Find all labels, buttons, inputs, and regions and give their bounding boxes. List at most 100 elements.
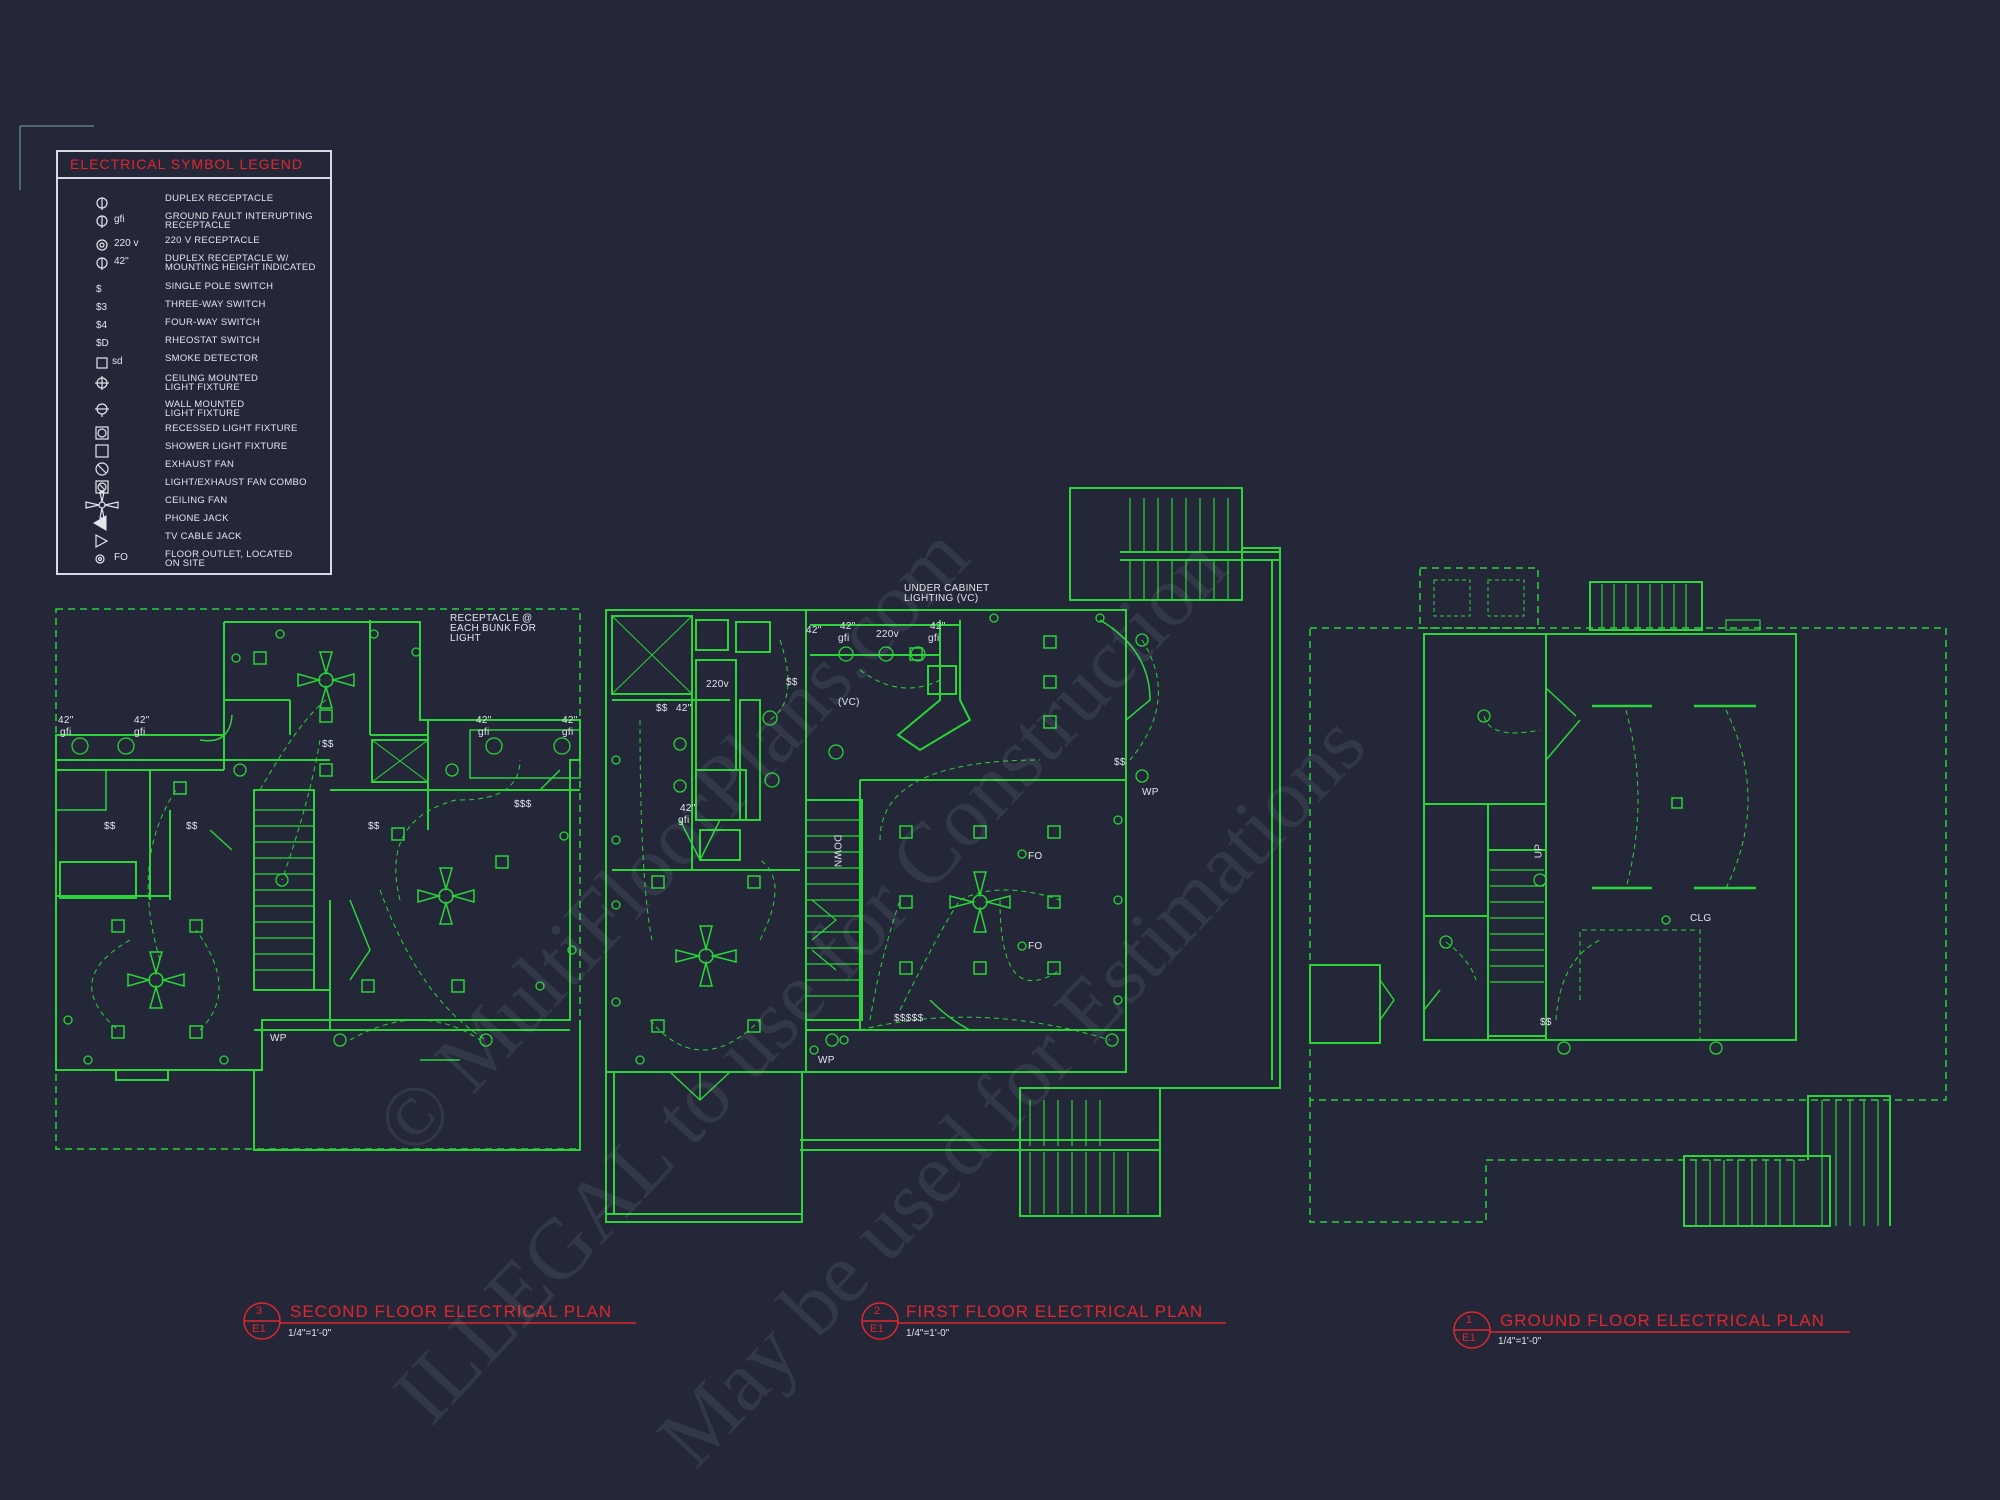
height-label-2: 42" [134,715,150,726]
ground-floor-plan-title: GROUND FLOOR ELECTRICAL PLAN [1500,1311,1825,1330]
first-floor-plan-title: FIRST FLOOR ELECTRICAL PLAN [906,1302,1204,1321]
legend-item-tag: sd [112,356,123,367]
220v-receptacle-icon: 220 v [92,236,152,254]
legend-item-tag: $ [96,284,102,295]
vc-label: (VC) [838,697,860,708]
first-floor-plan [605,487,1281,1223]
under-cabinet-lighting-note: UNDER CABINET LIGHTING (VC) [904,583,990,604]
smoke-detector-icon: sd [92,354,152,372]
phone-jack-icon [92,514,152,532]
switch-label-1: $$ [322,739,334,750]
height-label-4: 42" [562,715,578,726]
legend-item-tag: gfi [114,214,125,225]
gfi-label-1: gfi [60,727,72,738]
recessed-light-icon [92,424,152,442]
legend-item-label: CEILING MOUNTED LIGHT FIXTURE [165,373,259,393]
wp-label-second: WP [270,1033,287,1044]
ground-floor-plan-scale: 1/4"=1'-0" [1498,1336,1542,1347]
legend-item-label: GROUND FAULT INTERUPTING RECEPTACLE [165,211,313,231]
height-label-3: 42" [476,715,492,726]
220v-label-laundry: 220v [706,679,729,690]
corner-mark [19,125,94,190]
220v-label-kitchen: 220v [876,629,899,640]
second-floor-plan-number: 3 [256,1305,263,1317]
ground-floor-plan [1309,567,1947,1227]
gfi-receptacle-icon: gfi [92,212,152,230]
gfi-label-3: gfi [478,727,490,738]
legend-item: LIGHT/EXHAUST FAN COMBO [58,478,330,496]
height-label-8: 42" [676,703,692,714]
electrical-symbol-legend: ELECTRICAL SYMBOL LEGEND DUPLEX RECEPTAC… [56,150,332,575]
legend-item-label: SMOKE DETECTOR [165,353,259,364]
duplex-receptacle-icon [92,194,152,212]
legend-item-label: PHONE JACK [165,513,229,524]
legend-item-tag: 220 v [114,238,139,249]
switch-label-4: $$ [368,821,380,832]
gfi-label-6: gfi [928,633,940,644]
wall-light-icon [92,400,152,418]
legend-item: DUPLEX RECEPTACLE [58,194,330,212]
gfi-label-5: gfi [838,633,850,644]
plan-title-marks [243,1302,1850,1349]
legend-item: TV CABLE JACK [58,532,330,550]
legend-item-label: TV CABLE JACK [165,531,242,542]
duplex-height-icon: 42" [92,254,152,272]
legend-item-label: THREE-WAY SWITCH [165,299,266,310]
legend-item: SHOWER LIGHT FIXTURE [58,442,330,460]
gfi-label-7: gfi [678,815,690,826]
legend-item: 42" DUPLEX RECEPTACLE W/ MOUNTING HEIGHT … [58,254,330,272]
legend-item: WALL MOUNTED LIGHT FIXTURE [58,400,330,418]
switch-label-8: $$ [1114,757,1126,768]
ceiling-light-icon [92,374,152,392]
height-label-9: 42" [680,803,696,814]
legend-item-label: DUPLEX RECEPTACLE [165,193,274,204]
legend-item-tag: $4 [96,320,108,331]
legend-item-tag: $D [96,338,109,349]
legend-item: PHONE JACK [58,514,330,532]
ground-floor-plan-number: 1 [1466,1314,1473,1326]
floor-outlet-icon: FO [92,550,152,568]
legend-item-label: RECESSED LIGHT FIXTURE [165,423,298,434]
switch-label-7: $$ [786,677,798,688]
first-floor-plan-scale: 1/4"=1'-0" [906,1328,950,1339]
first-floor-plan-number: 2 [874,1305,881,1317]
switch-label-3: $$ [186,821,198,832]
up-label: UP [1533,843,1545,859]
floor-outlet-label-1: FO [1028,851,1043,862]
down-label: DOWN [831,834,843,868]
light-fan-combo-icon [92,478,152,496]
switch-label-6: $$ [656,703,668,714]
legend-item-label: 220 V RECEPTACLE [165,235,260,246]
legend-item-label: SINGLE POLE SWITCH [165,281,274,292]
legend-item-label: CEILING FAN [165,495,228,506]
exhaust-fan-icon [92,460,152,478]
switch-label-2: $$ [104,821,116,832]
wp-label-first-1: WP [818,1055,835,1066]
legend-item-label: SHOWER LIGHT FIXTURE [165,441,288,452]
legend-item: EXHAUST FAN [58,460,330,478]
legend-item-label: WALL MOUNTED LIGHT FIXTURE [165,399,245,419]
second-floor-plan-title: SECOND FLOOR ELECTRICAL PLAN [290,1302,613,1321]
legend-item-tag: 42" [114,256,129,267]
bunk-receptacle-note: RECEPTACLE @ EACH BUNK FOR LIGHT [450,613,537,644]
legend-item-label: DUPLEX RECEPTACLE W/ MOUNTING HEIGHT IND… [165,253,316,273]
legend-item-label: RHEOSTAT SWITCH [165,335,260,346]
second-floor-plan-sheet: E1 [252,1323,267,1335]
height-label-1: 42" [58,715,74,726]
legend-item: $ SINGLE POLE SWITCH [58,282,330,300]
wp-label-first-2: WP [1142,787,1159,798]
height-label-6: 42" [840,621,856,632]
legend-item: 220 v 220 V RECEPTACLE [58,236,330,254]
legend-title: ELECTRICAL SYMBOL LEGEND [70,156,304,172]
second-floor-plan [55,608,581,1151]
second-floor-plan-scale: 1/4"=1'-0" [288,1328,332,1339]
height-label-5: 42" [806,625,822,636]
height-label-7: 42" [930,621,946,632]
switch-label-5: $$$ [514,799,532,810]
shower-light-icon [92,442,152,460]
legend-item: $D RHEOSTAT SWITCH [58,336,330,354]
legend-item-label: EXHAUST FAN [165,459,235,470]
three-way-switch-icon: $3 [92,300,152,318]
